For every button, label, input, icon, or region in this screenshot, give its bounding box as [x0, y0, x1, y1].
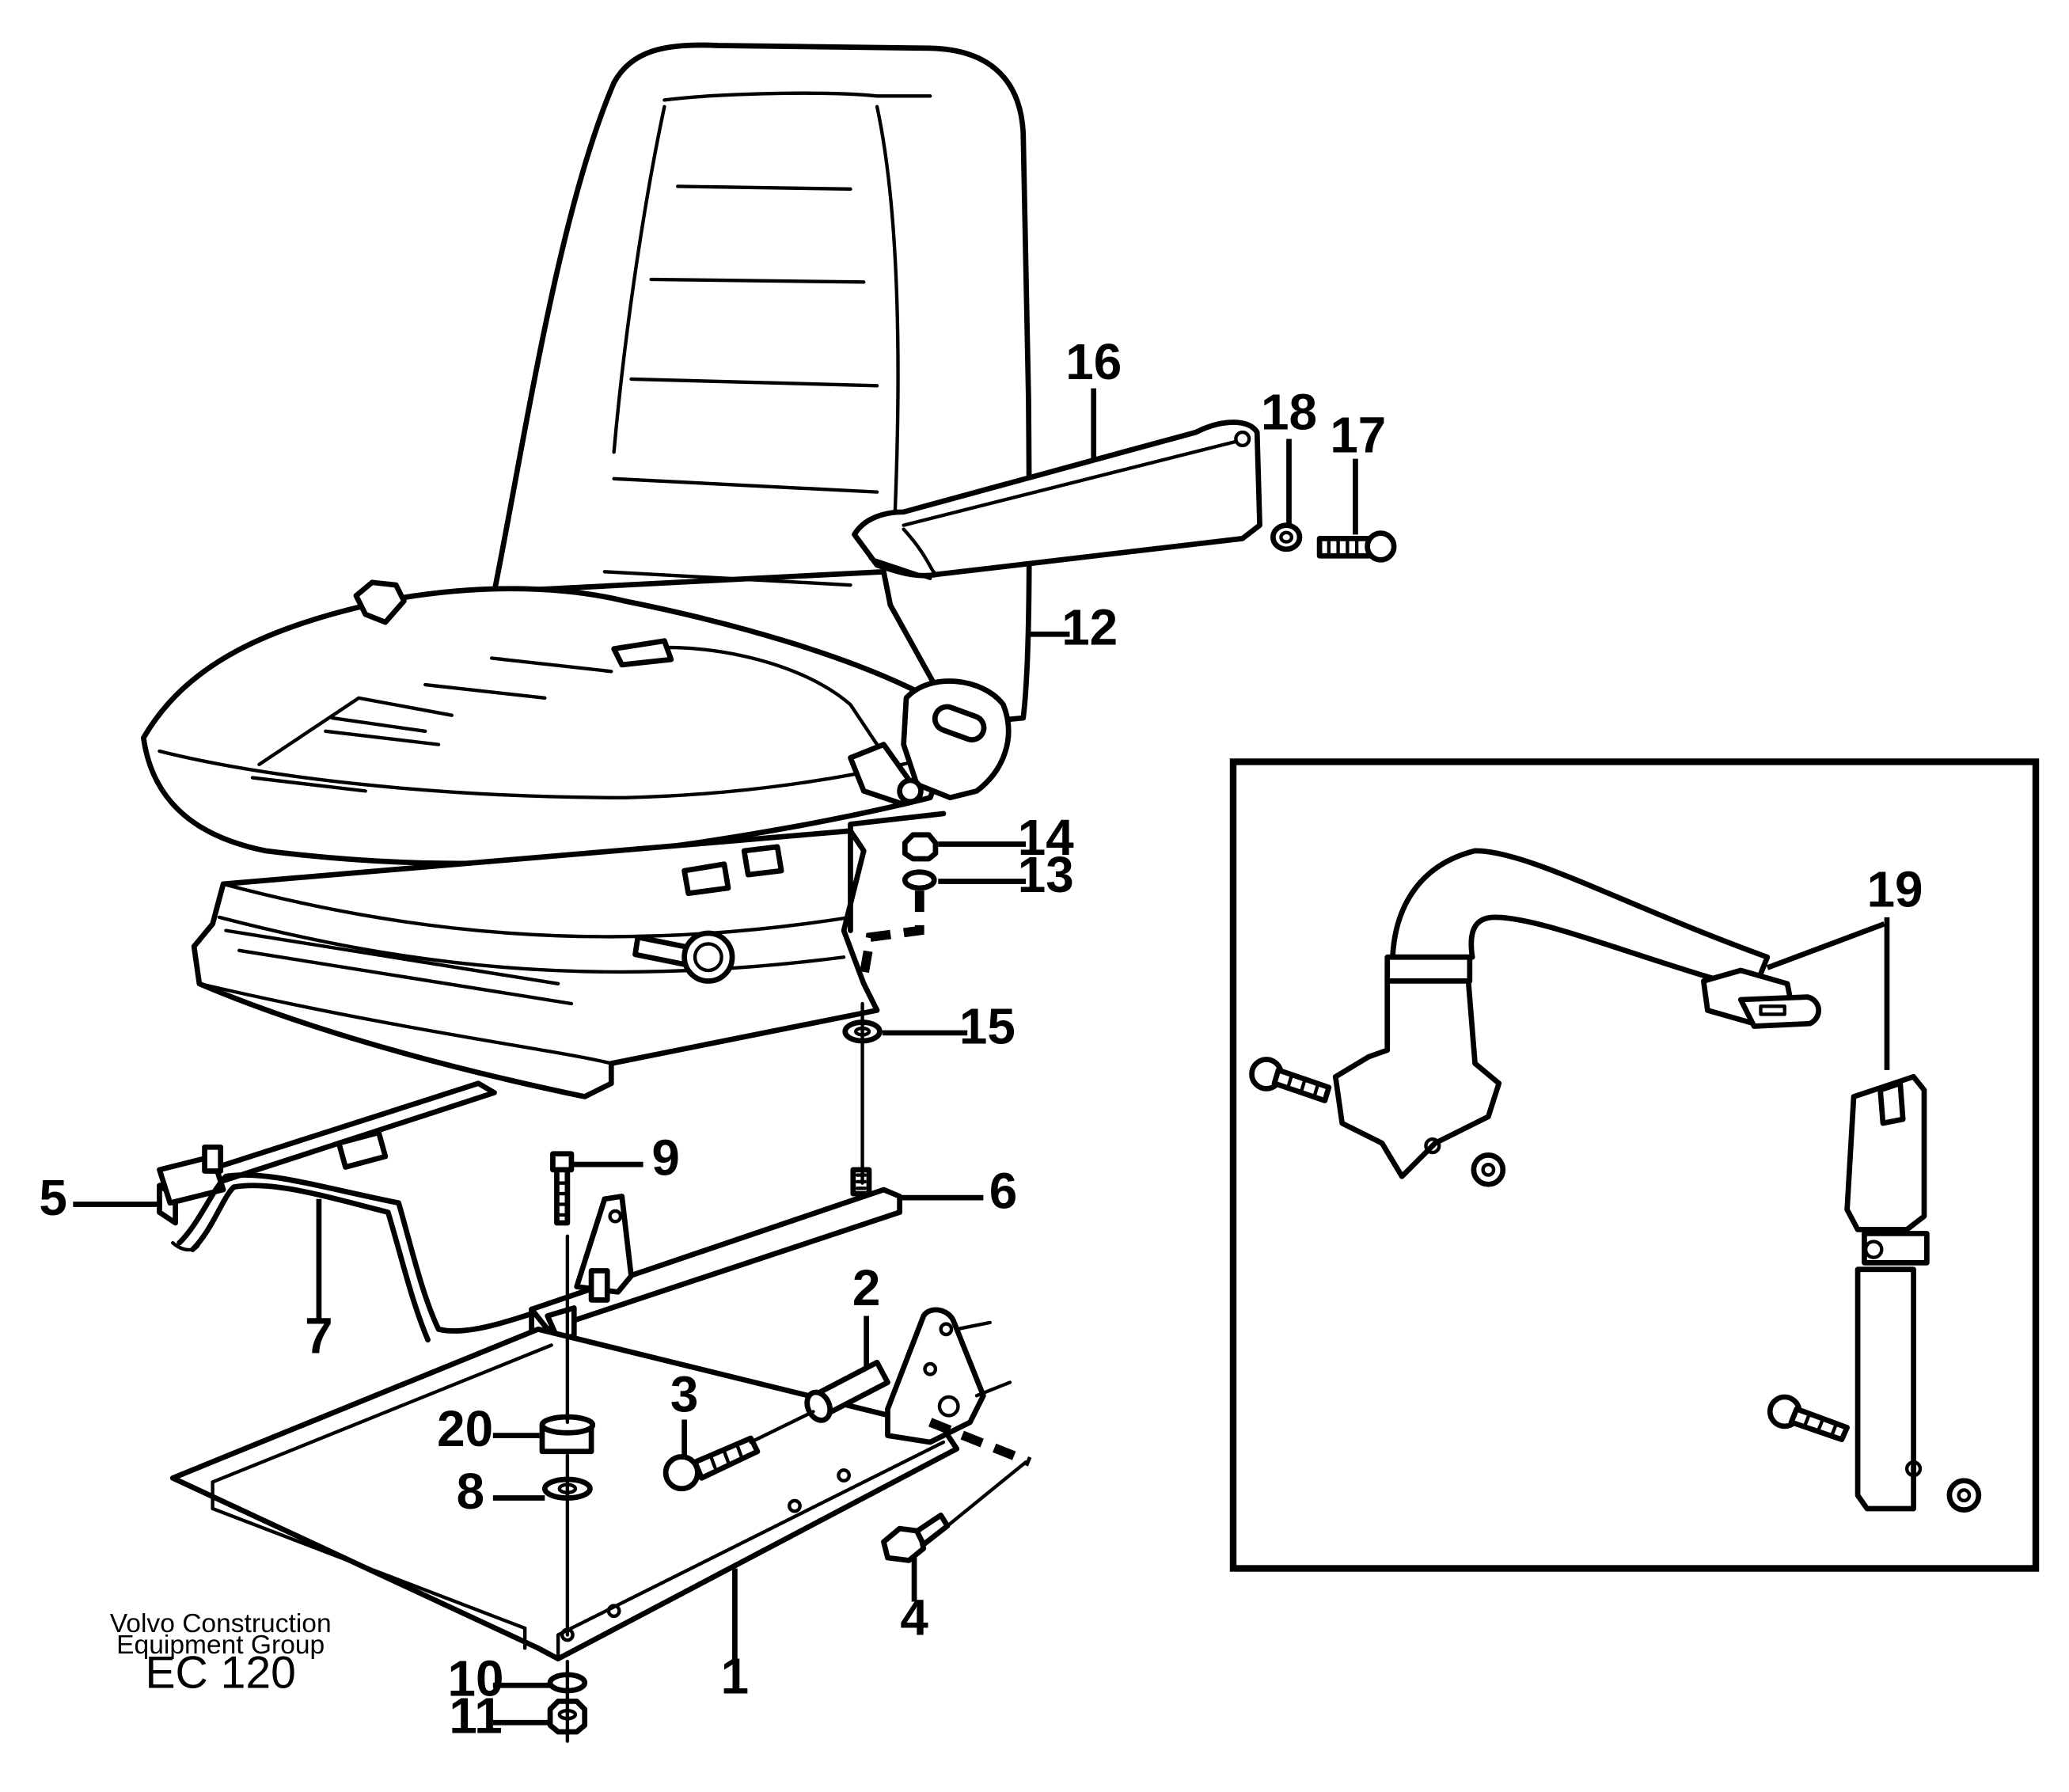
- bolt-4: [881, 1512, 951, 1563]
- belt-buckle: [1844, 1073, 1930, 1512]
- inset-frame: [1229, 758, 2040, 1572]
- sleeve-2: [804, 1359, 890, 1423]
- retractor-nut: [1471, 1152, 1506, 1187]
- leader-lines: [73, 388, 1890, 1726]
- figure-caption: Volvo Construction Equipment Group EC 12…: [110, 1609, 332, 1699]
- callout-18: 18: [1261, 384, 1317, 441]
- slide-rail-left: [157, 1080, 497, 1226]
- caption-line-2: Equipment Group: [116, 1631, 325, 1660]
- callout-5: 5: [39, 1169, 66, 1226]
- callout-19: 19: [1867, 860, 1923, 917]
- assembly-lines: [565, 890, 1032, 1743]
- callout-15: 15: [959, 997, 1016, 1054]
- adjustment-lever: [171, 1172, 548, 1343]
- spacer-20: [539, 1414, 596, 1455]
- callout-14: 14: [1018, 809, 1074, 866]
- bolt-3: [662, 1435, 761, 1492]
- buckle-nut: [1946, 1478, 1982, 1513]
- seat-suspension: [191, 811, 947, 1099]
- callout-4: 4: [900, 1589, 928, 1646]
- bracket-upright: [574, 1194, 634, 1303]
- seat-belt-strap: [1390, 848, 1821, 1029]
- callout-2: 2: [852, 1259, 880, 1316]
- washer-18: [1270, 522, 1303, 552]
- callout-12: 12: [1061, 599, 1118, 656]
- callout-numbers: 1 2 3 4 5 6 7 8 9 10 11 12 13 14 15 16 1…: [39, 333, 1923, 1745]
- callout-8: 8: [457, 1463, 484, 1520]
- side-bracket: [885, 1307, 1012, 1445]
- bolt-9: [550, 1151, 575, 1226]
- callout-11: 11: [449, 1688, 502, 1745]
- belt-retractor: [1332, 954, 1502, 1179]
- screw-17: [1316, 530, 1397, 563]
- callout-6: 6: [989, 1163, 1017, 1220]
- armrest: [852, 420, 1262, 580]
- callout-7: 7: [305, 1308, 332, 1365]
- caption-code: EC 120: [145, 1648, 295, 1699]
- recliner-bracket: [848, 678, 1012, 807]
- callout-16: 16: [1065, 333, 1122, 390]
- callout-17: 17: [1330, 406, 1386, 463]
- callout-13: 13: [1018, 846, 1074, 903]
- callout-3: 3: [670, 1365, 698, 1422]
- callout-1: 1: [721, 1647, 749, 1704]
- caption-line-1: Volvo Construction: [110, 1609, 332, 1638]
- callout-10: 10: [448, 1650, 504, 1707]
- washer-13: [902, 869, 937, 891]
- nut-14: [902, 832, 939, 862]
- retractor-bolt: [1249, 1057, 1332, 1103]
- callout-20: 20: [437, 1400, 493, 1457]
- buckle-bolt: [1767, 1394, 1850, 1443]
- seat-cushion: [140, 579, 953, 867]
- callout-9: 9: [651, 1129, 679, 1186]
